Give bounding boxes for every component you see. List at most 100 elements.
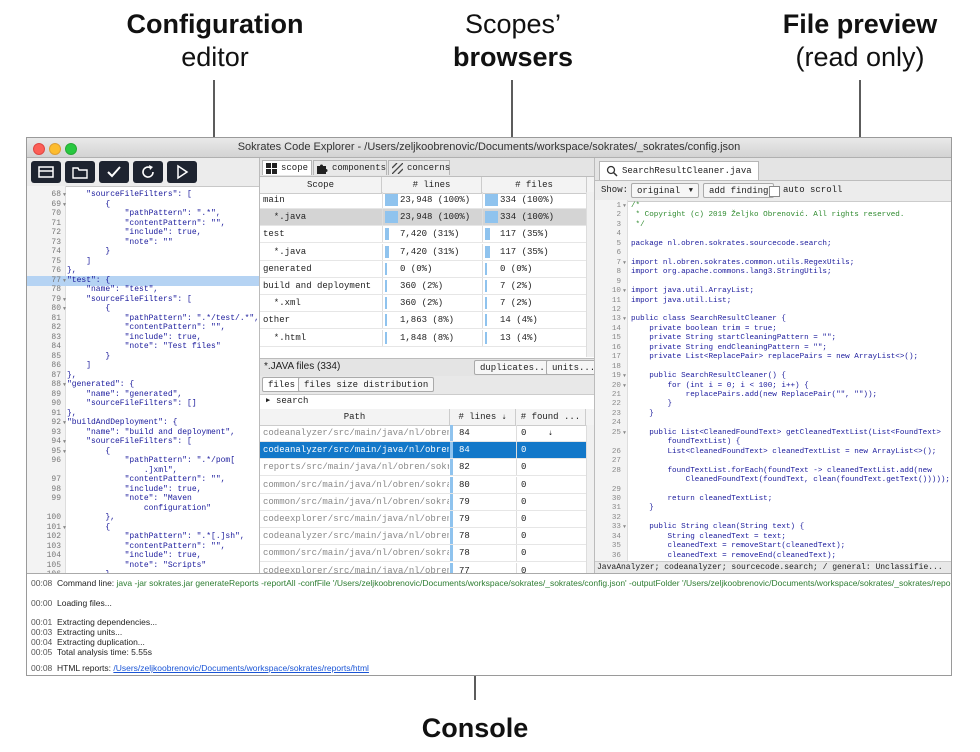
line-number: 99 <box>51 494 61 503</box>
file-path: codeexplorer/src/main/java/nl/obren/sok <box>263 514 449 524</box>
subtab-files-size-distribution[interactable]: files size distribution <box>298 377 435 392</box>
col-lines[interactable]: # lines <box>382 177 482 193</box>
fold-toggle-icon[interactable]: ▼ <box>62 296 67 303</box>
console-message: Total analysis time: 5.55s <box>57 647 152 657</box>
editor-line: 96 "pathPattern": ".*/pom[ <box>27 456 259 466</box>
fold-toggle-icon[interactable]: ▼ <box>623 259 627 266</box>
duplicates-button[interactable]: duplicates... <box>474 360 557 375</box>
preview-line-number: 20 <box>611 381 621 390</box>
fold-toggle-icon[interactable]: ▼ <box>62 382 67 388</box>
col-found[interactable]: # found ... ⇣ <box>516 409 586 438</box>
file-row[interactable]: reports/src/main/java/nl/obren/sokrates8… <box>260 459 586 477</box>
tab-scope[interactable]: scope <box>262 160 312 175</box>
preview-line-text: cleanedText = removeEnd(cleanedText); <box>631 551 837 560</box>
lines-bar <box>385 297 387 310</box>
editor-line: 70 "pathPattern": ".*", <box>27 209 259 219</box>
tab-concerns[interactable]: concerns <box>388 160 450 175</box>
minimize-window-button[interactable] <box>49 143 61 155</box>
file-preview: SearchResultCleaner.java Show: original … <box>595 158 951 573</box>
fold-toggle-icon[interactable]: ▼ <box>623 524 627 531</box>
refresh-button[interactable] <box>133 161 163 183</box>
zoom-window-button[interactable] <box>65 143 77 155</box>
files-scrollbar[interactable] <box>586 425 594 573</box>
editor-code[interactable]: 68▼ "sourceFileFilters": [69▼ {70 "pathP… <box>27 186 259 573</box>
file-lines: 78 <box>450 545 516 562</box>
col-path[interactable]: Path <box>260 409 450 425</box>
col-file-lines[interactable]: # lines ⇣ <box>450 409 516 425</box>
preview-line-text: */ <box>631 220 645 229</box>
preview-line: 25▼ public List<CleanedFoundText> getCle… <box>595 429 951 438</box>
fold-toggle-icon[interactable]: ▼ <box>623 203 627 209</box>
tab-preview-file[interactable]: SearchResultCleaner.java <box>599 161 759 180</box>
preview-code[interactable]: 1▼/*2 * Copyright (c) 2019 Željko Obreno… <box>595 200 951 561</box>
run-analysis-button[interactable] <box>167 161 197 183</box>
preview-line-number: 24 <box>611 419 621 428</box>
close-window-button[interactable] <box>33 143 45 155</box>
line-text: } <box>67 351 111 361</box>
subtab-files[interactable]: files <box>262 377 302 392</box>
col-scope[interactable]: Scope <box>260 177 382 193</box>
tab-components[interactable]: components <box>313 160 387 175</box>
file-row[interactable]: common/src/main/java/nl/obren/sokrates/7… <box>260 545 586 563</box>
col-files[interactable]: # files <box>482 177 587 193</box>
show-select[interactable]: original ▼ <box>631 183 699 198</box>
editor-line: 88▼"generated": { <box>27 380 259 390</box>
open-folder-button[interactable] <box>65 161 95 183</box>
line-text: "include": true, <box>67 551 202 560</box>
open-config-button[interactable] <box>31 161 61 183</box>
line-text: "sourceFileFilters": [ <box>67 437 192 446</box>
line-number: 76 <box>51 266 61 275</box>
preview-line: 30 return cleanedTextList; <box>595 495 951 504</box>
file-row[interactable]: codeanalyzer/src/main/java/nl/obren/sok7… <box>260 528 586 546</box>
preview-line-number: 23 <box>611 409 621 418</box>
search-toggle[interactable]: ▶ search <box>260 394 594 408</box>
line-text: "sourceFileFilters": [ <box>67 190 192 199</box>
fold-toggle-icon[interactable]: ▼ <box>62 439 67 445</box>
fold-toggle-icon[interactable]: ▼ <box>62 420 67 426</box>
fold-toggle-icon[interactable]: ▼ <box>62 192 67 198</box>
auto-scroll-checkbox[interactable] <box>769 186 780 197</box>
fold-toggle-icon[interactable]: ▼ <box>623 382 627 389</box>
fold-toggle-icon[interactable]: ▼ <box>623 373 627 380</box>
validate-button[interactable] <box>99 161 129 183</box>
fold-toggle-icon[interactable]: ▼ <box>623 288 627 295</box>
line-text: "include": true, <box>67 484 202 494</box>
fold-toggle-icon[interactable]: ▼ <box>62 448 67 455</box>
preview-line-number: 33 <box>611 523 621 532</box>
file-row[interactable]: common/src/main/java/nl/obren/sokrates/8… <box>260 476 586 494</box>
scope-scrollbar[interactable] <box>586 192 594 357</box>
fold-toggle-icon[interactable]: ▼ <box>62 306 67 312</box>
lines-bar <box>385 262 387 275</box>
line-text: }, <box>67 513 116 522</box>
preview-line-text: CleanedFoundText(foundText, clean(foundT… <box>631 476 950 485</box>
console-report-link[interactable]: /Users/zeljkoobrenovic/Documents/workspa… <box>113 663 369 673</box>
file-row[interactable]: codeanalyzer/src/main/java/nl/obren/sok8… <box>260 425 586 442</box>
fold-toggle-icon[interactable]: ▼ <box>623 316 627 323</box>
file-row[interactable]: common/src/main/java/nl/obren/sokrates/7… <box>260 493 586 511</box>
units-button[interactable]: units... <box>546 360 594 375</box>
add-finding-button[interactable]: add finding <box>703 183 775 198</box>
callout-config-bold: Configuration <box>126 9 304 39</box>
preview-line-number: 5 <box>616 239 621 248</box>
fold-toggle-icon[interactable]: ▼ <box>62 277 67 284</box>
file-row[interactable]: codeexplorer/src/main/java/nl/obren/sok7… <box>260 511 586 528</box>
fold-toggle-icon[interactable]: ▼ <box>623 429 627 436</box>
fold-toggle-icon[interactable]: ▼ <box>62 201 67 208</box>
file-row[interactable]: codeanalyzer/src/main/java/nl/obren/sok8… <box>260 442 586 460</box>
preview-line-text: import java.util.List; <box>631 296 732 305</box>
fold-toggle-icon[interactable]: ▼ <box>62 524 67 531</box>
editor-line: 99 "note": "Maven <box>27 494 259 504</box>
file-row[interactable]: codeexplorer/src/main/java/nl/obren/sok7… <box>260 562 586 573</box>
preview-line: 7▼import nl.obren.sokrates.common.utils.… <box>595 259 951 268</box>
